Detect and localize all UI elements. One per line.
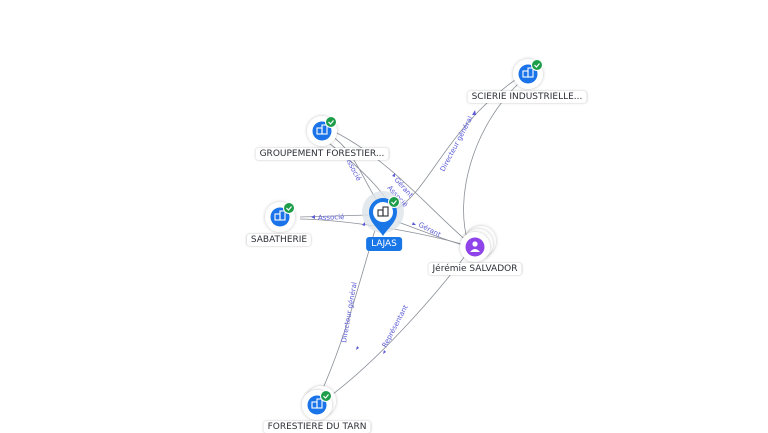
verified-check-icon <box>283 202 295 214</box>
node-salvador[interactable] <box>460 226 496 262</box>
node-label-tarn[interactable]: FORESTIERE DU TARN <box>263 421 371 433</box>
arrow-gerant <box>412 222 416 225</box>
node-scierie[interactable] <box>513 59 543 89</box>
person-icon <box>470 241 480 252</box>
node-label-groupement[interactable]: GROUPEMENT FORESTIER... <box>255 148 389 160</box>
building-icon <box>316 124 328 135</box>
person-badge <box>465 237 485 257</box>
edge-label-sabatherie: Associé <box>318 213 345 222</box>
building-icon <box>377 206 389 217</box>
edge-label-tarn: Directeur général <box>340 281 359 343</box>
arrow-sabatherie <box>311 215 315 219</box>
node-label-scierie[interactable]: SCIERIE INDUSTRIELLE... <box>467 91 587 103</box>
building-icon <box>311 398 323 409</box>
building-icon <box>274 210 286 221</box>
arrow-associe-top <box>392 173 395 177</box>
arrow-scierie <box>472 110 476 115</box>
verified-check-icon <box>325 116 337 128</box>
edge-label-scierie: Directeur général <box>439 115 475 173</box>
edge-salvador-scierie[interactable] <box>463 81 521 243</box>
edge-arrows <box>311 110 476 354</box>
edge-lajas-salvador[interactable] <box>397 221 464 246</box>
verified-check-icon <box>388 196 400 208</box>
node-groupement[interactable] <box>307 116 337 146</box>
node-tarn[interactable] <box>302 386 336 420</box>
edge-groupement-salvador[interactable] <box>334 131 469 243</box>
verified-check-icon <box>320 390 332 402</box>
arrow-representant <box>383 350 386 354</box>
node-label-salvador[interactable]: Jérémie SALVADOR <box>428 263 522 275</box>
arrow-lajas-left <box>362 222 365 226</box>
node-label-sabatherie[interactable]: SABATHERIE <box>246 234 312 246</box>
arrow-tarn <box>356 346 359 350</box>
node-label-lajas[interactable]: LAJAS <box>366 237 402 251</box>
edge-lajas-sabatherie[interactable] <box>299 214 369 218</box>
building-icon <box>522 67 534 78</box>
node-sabatherie[interactable] <box>265 202 295 232</box>
node-lajas[interactable] <box>362 191 404 236</box>
verified-check-icon <box>531 59 543 71</box>
